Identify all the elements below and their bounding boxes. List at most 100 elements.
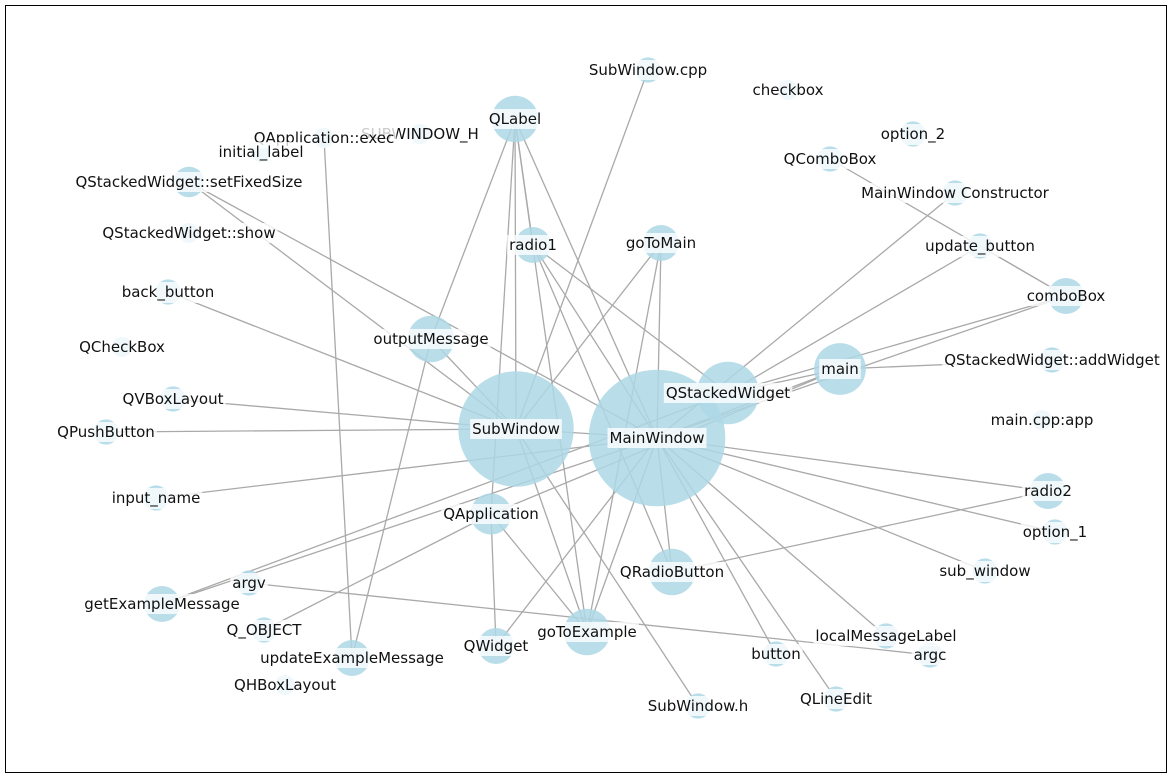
node-label-mainwindow-constructor: MainWindow Constructor: [861, 184, 1050, 202]
node-label-group-checkbox: checkbox: [750, 80, 826, 100]
node-label-bg-update-button: [923, 236, 1037, 257]
edge-mainwindow-to-input-name: [155, 437, 658, 499]
node-label-bg-option-2: [878, 124, 948, 145]
node-label-group-qpushbutton: QPushButton: [55, 422, 157, 442]
node-label-group-qstackedwidget: QStackedWidget: [663, 383, 793, 403]
node-label-bg-mainwindow-constructor: [859, 183, 1052, 203]
edge-subwindow-to-qpushbutton: [105, 428, 517, 433]
node-label-qstackedwidget-addwidget: QStackedWidget::addWidget: [944, 351, 1160, 369]
node-label-bg-gotoexample: [535, 622, 639, 642]
node-label-qvboxlayout: QVBoxLayout: [123, 390, 224, 408]
node-label-group-argc: argc: [911, 645, 949, 665]
node-label-group-gotoexample: goToExample: [535, 622, 639, 642]
node-label-qstackedwidget-setfixedsize: QStackedWidget::setFixedSize: [75, 173, 302, 191]
node-label-group-mainwindow-constructor: MainWindow Constructor: [859, 183, 1052, 203]
node-label-group-qlabel: QLabel: [486, 109, 544, 129]
node-label-qpushbutton: QPushButton: [57, 423, 155, 441]
node-label-updateexamplemessage: updateExampleMessage: [260, 649, 444, 667]
edge-radio2-to-qradiobutton: [671, 490, 1049, 573]
node-label-bg-qlabel: [486, 109, 544, 129]
node-label-bg-qwidget: [461, 636, 531, 656]
node-label-radio1: radio1: [509, 236, 557, 254]
node-label-group-qradiobutton: QRadioButton: [617, 562, 727, 582]
node-label-bg-qapplication: [441, 504, 541, 524]
node-label-bg-checkbox: [750, 80, 826, 100]
node-label-checkbox: checkbox: [752, 81, 823, 99]
node-label-bg-gotomain: [623, 233, 699, 253]
node-label-subwindow-cpp: SubWindow.cpp: [589, 61, 707, 79]
node-label-group-qstackedwidget-setfixedsize: QStackedWidget::setFixedSize: [73, 172, 305, 192]
node-label-bg-initial-label: [216, 142, 306, 163]
node-label-argc: argc: [914, 646, 947, 664]
node-label-subwindow-h: SubWindow.h: [648, 697, 749, 715]
node-label-bg-option-1: [1020, 522, 1090, 543]
node-label-qradiobutton: QRadioButton: [620, 563, 724, 581]
node-label-group-button: button: [749, 644, 803, 664]
node-label-group-qstackedwidget-addwidget: QStackedWidget::addWidget: [942, 350, 1162, 370]
node-label-group-combobox: comboBox: [1024, 286, 1108, 306]
node-label-bg-qhboxlayout: [232, 675, 339, 695]
node-label-bg-qcheckbox: [77, 337, 168, 357]
node-label-bg-subwindow: [470, 419, 562, 439]
node-label-bg-subwindow-h: [645, 696, 751, 716]
node-label-qapplication: QApplication: [443, 505, 539, 523]
edge-outputmessage-to-updateexamplemessage: [351, 338, 432, 659]
edge-qapplication-to-qwidget: [490, 513, 497, 647]
node-label-bg-main: [819, 359, 861, 379]
edge-qapplication-to-gotoexample: [490, 513, 588, 633]
node-label-bg-combobox: [1024, 286, 1108, 306]
node-label-group-gotomain: goToMain: [623, 233, 699, 253]
node-label-option-2: option_2: [881, 125, 945, 144]
node-label-bg-qpushbutton: [55, 422, 157, 442]
node-label-group-qlineedit: QLineEdit: [797, 689, 875, 709]
node-label-group-q-object: Q_OBJECT: [224, 620, 305, 641]
node-label-qstackedwidget: QStackedWidget: [666, 384, 790, 402]
node-label-group-qhboxlayout: QHBoxLayout: [232, 675, 339, 695]
node-label-group-main: main: [819, 359, 861, 379]
node-label-bg-back-button: [119, 282, 217, 303]
node-label-bg-qstackedwidget-addwidget: [942, 350, 1162, 370]
node-label-group-subwindow: SubWindow: [470, 419, 562, 439]
node-label-group-subwindow-cpp: SubWindow.cpp: [586, 60, 710, 80]
node-label-mainwindow: MainWindow: [610, 429, 705, 447]
node-label-group-qwidget: QWidget: [461, 636, 531, 656]
node-label-group-getexamplemessage: getExampleMessage: [82, 594, 242, 614]
node-label-group-radio2: radio2: [1022, 481, 1074, 501]
node-label-bg-subwindow-cpp: [586, 60, 710, 80]
node-label-bg-q-object: [224, 620, 305, 641]
node-label-group-qapplication: QApplication: [441, 504, 541, 524]
node-label-group-radio1: radio1: [507, 235, 559, 255]
node-label-qlabel: QLabel: [489, 110, 541, 128]
node-label-input-name: input_name: [112, 489, 201, 508]
edge-qstackedwidget-to-combobox: [727, 295, 1067, 394]
node-label-main-cpp-app: main.cpp:app: [991, 411, 1094, 429]
node-label-qcheckbox: QCheckBox: [79, 338, 165, 356]
node-label-localmessagelabel: localMessageLabel: [815, 627, 956, 645]
node-label-bg-updateexamplemessage: [258, 648, 446, 668]
edge-subwindow-to-qstackedwidget-setfixedsize: [188, 181, 517, 430]
node-label-bg-qcombobox: [781, 149, 879, 169]
node-label-sub-window: sub_window: [939, 562, 1030, 581]
node-label-group-update-button: update_button: [923, 236, 1037, 257]
edge-qstackedwidget-to-update-button: [727, 245, 981, 394]
node-label-group-argv: argv: [230, 573, 268, 593]
node-label-group-initial-label: initial_label: [216, 142, 306, 163]
node-label-group-outputmessage: outputMessage: [371, 329, 491, 349]
node-label-getexamplemessage: getExampleMessage: [84, 595, 239, 613]
node-label-update-button: update_button: [925, 237, 1035, 256]
edge-qstackedwidget-to-radio1: [532, 244, 729, 394]
labels-layer: SubWindow.cppcheckboxQLabelSUBWINDOW_HQA…: [55, 60, 1162, 716]
edge-outputmessage-to-qlabel: [430, 118, 516, 340]
node-label-qlineedit: QLineEdit: [800, 690, 872, 708]
node-label-qhboxlayout: QHBoxLayout: [234, 676, 336, 694]
node-label-bg-argc: [911, 645, 949, 665]
node-label-group-back-button: back_button: [119, 282, 217, 303]
node-label-group-updateexamplemessage: updateExampleMessage: [258, 648, 446, 668]
node-label-qwidget: QWidget: [464, 637, 529, 655]
node-label-bg-button: [749, 644, 803, 664]
edge-qapplication-to-q-object: [263, 513, 492, 631]
edge-qapplication-exec-to-updateexamplemessage: [323, 137, 353, 659]
node-label-combobox: comboBox: [1027, 287, 1106, 305]
node-label-bg-outputmessage: [371, 329, 491, 349]
